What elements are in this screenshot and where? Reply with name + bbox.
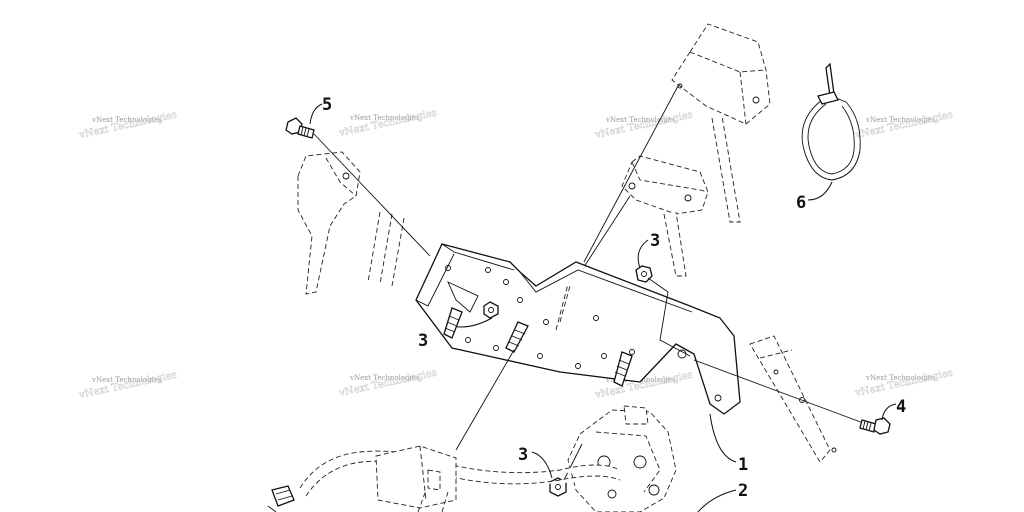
callout-1: 1 xyxy=(738,455,748,475)
stud-left xyxy=(443,307,463,339)
guide-line xyxy=(563,443,583,481)
leader-line xyxy=(637,239,649,269)
leader-line xyxy=(709,413,737,463)
watermark-ghost: vNext Technologies xyxy=(337,368,437,400)
ghost-cover-upper xyxy=(671,23,771,223)
guide-line xyxy=(313,133,431,257)
watermark-ghost: vNext Technologies xyxy=(853,110,953,142)
main-bracket xyxy=(415,243,741,415)
ghost-plate-right xyxy=(749,335,837,463)
watermark: vNext Technologies xyxy=(865,116,936,124)
guide-line xyxy=(693,359,867,425)
caliper-assembly xyxy=(567,405,677,512)
ghost-bracket-left xyxy=(297,151,405,295)
leader-line xyxy=(531,451,553,479)
watermark: vNext Technologies xyxy=(349,114,420,122)
watermark-ghost: vNext Technologies xyxy=(77,370,177,402)
stud-lower xyxy=(613,351,633,387)
watermark-ghost: vNext Technologies xyxy=(77,110,177,142)
guide-line xyxy=(581,195,631,271)
leader-line xyxy=(309,103,323,125)
callout-3: 3 xyxy=(518,445,528,465)
guide-line xyxy=(583,85,679,263)
leader-line xyxy=(807,181,833,201)
watermark: vNext Technologies xyxy=(349,374,420,382)
watermark-ghost: vNext Technologies xyxy=(337,108,437,140)
stud-right xyxy=(505,321,529,353)
callout-3: 3 xyxy=(418,331,428,351)
callout-5: 5 xyxy=(322,95,332,115)
callout-3: 3 xyxy=(650,231,660,251)
guide-line xyxy=(455,349,515,451)
watermark: vNext Technologies xyxy=(865,374,936,382)
leader-line xyxy=(697,489,737,512)
bolt-4 xyxy=(859,417,891,435)
ghost-cover-middle xyxy=(621,155,709,277)
callout-4: 4 xyxy=(896,397,906,417)
callout-6: 6 xyxy=(796,193,806,213)
guide-line xyxy=(647,277,691,357)
watermark: vNext Technologies xyxy=(605,116,676,124)
watermark: vNext Technologies xyxy=(91,376,162,384)
bolt-5 xyxy=(285,117,315,139)
cable-tie xyxy=(801,62,861,181)
hose-assembly xyxy=(267,445,621,512)
leader-line xyxy=(881,403,897,421)
watermark-ghost: vNext Technologies xyxy=(853,368,953,400)
callout-2: 2 xyxy=(738,481,748,501)
nut-bracket xyxy=(483,301,499,319)
watermark: vNext Technologies xyxy=(91,116,162,124)
watermark-ghost: vNext Technologies xyxy=(593,110,693,142)
